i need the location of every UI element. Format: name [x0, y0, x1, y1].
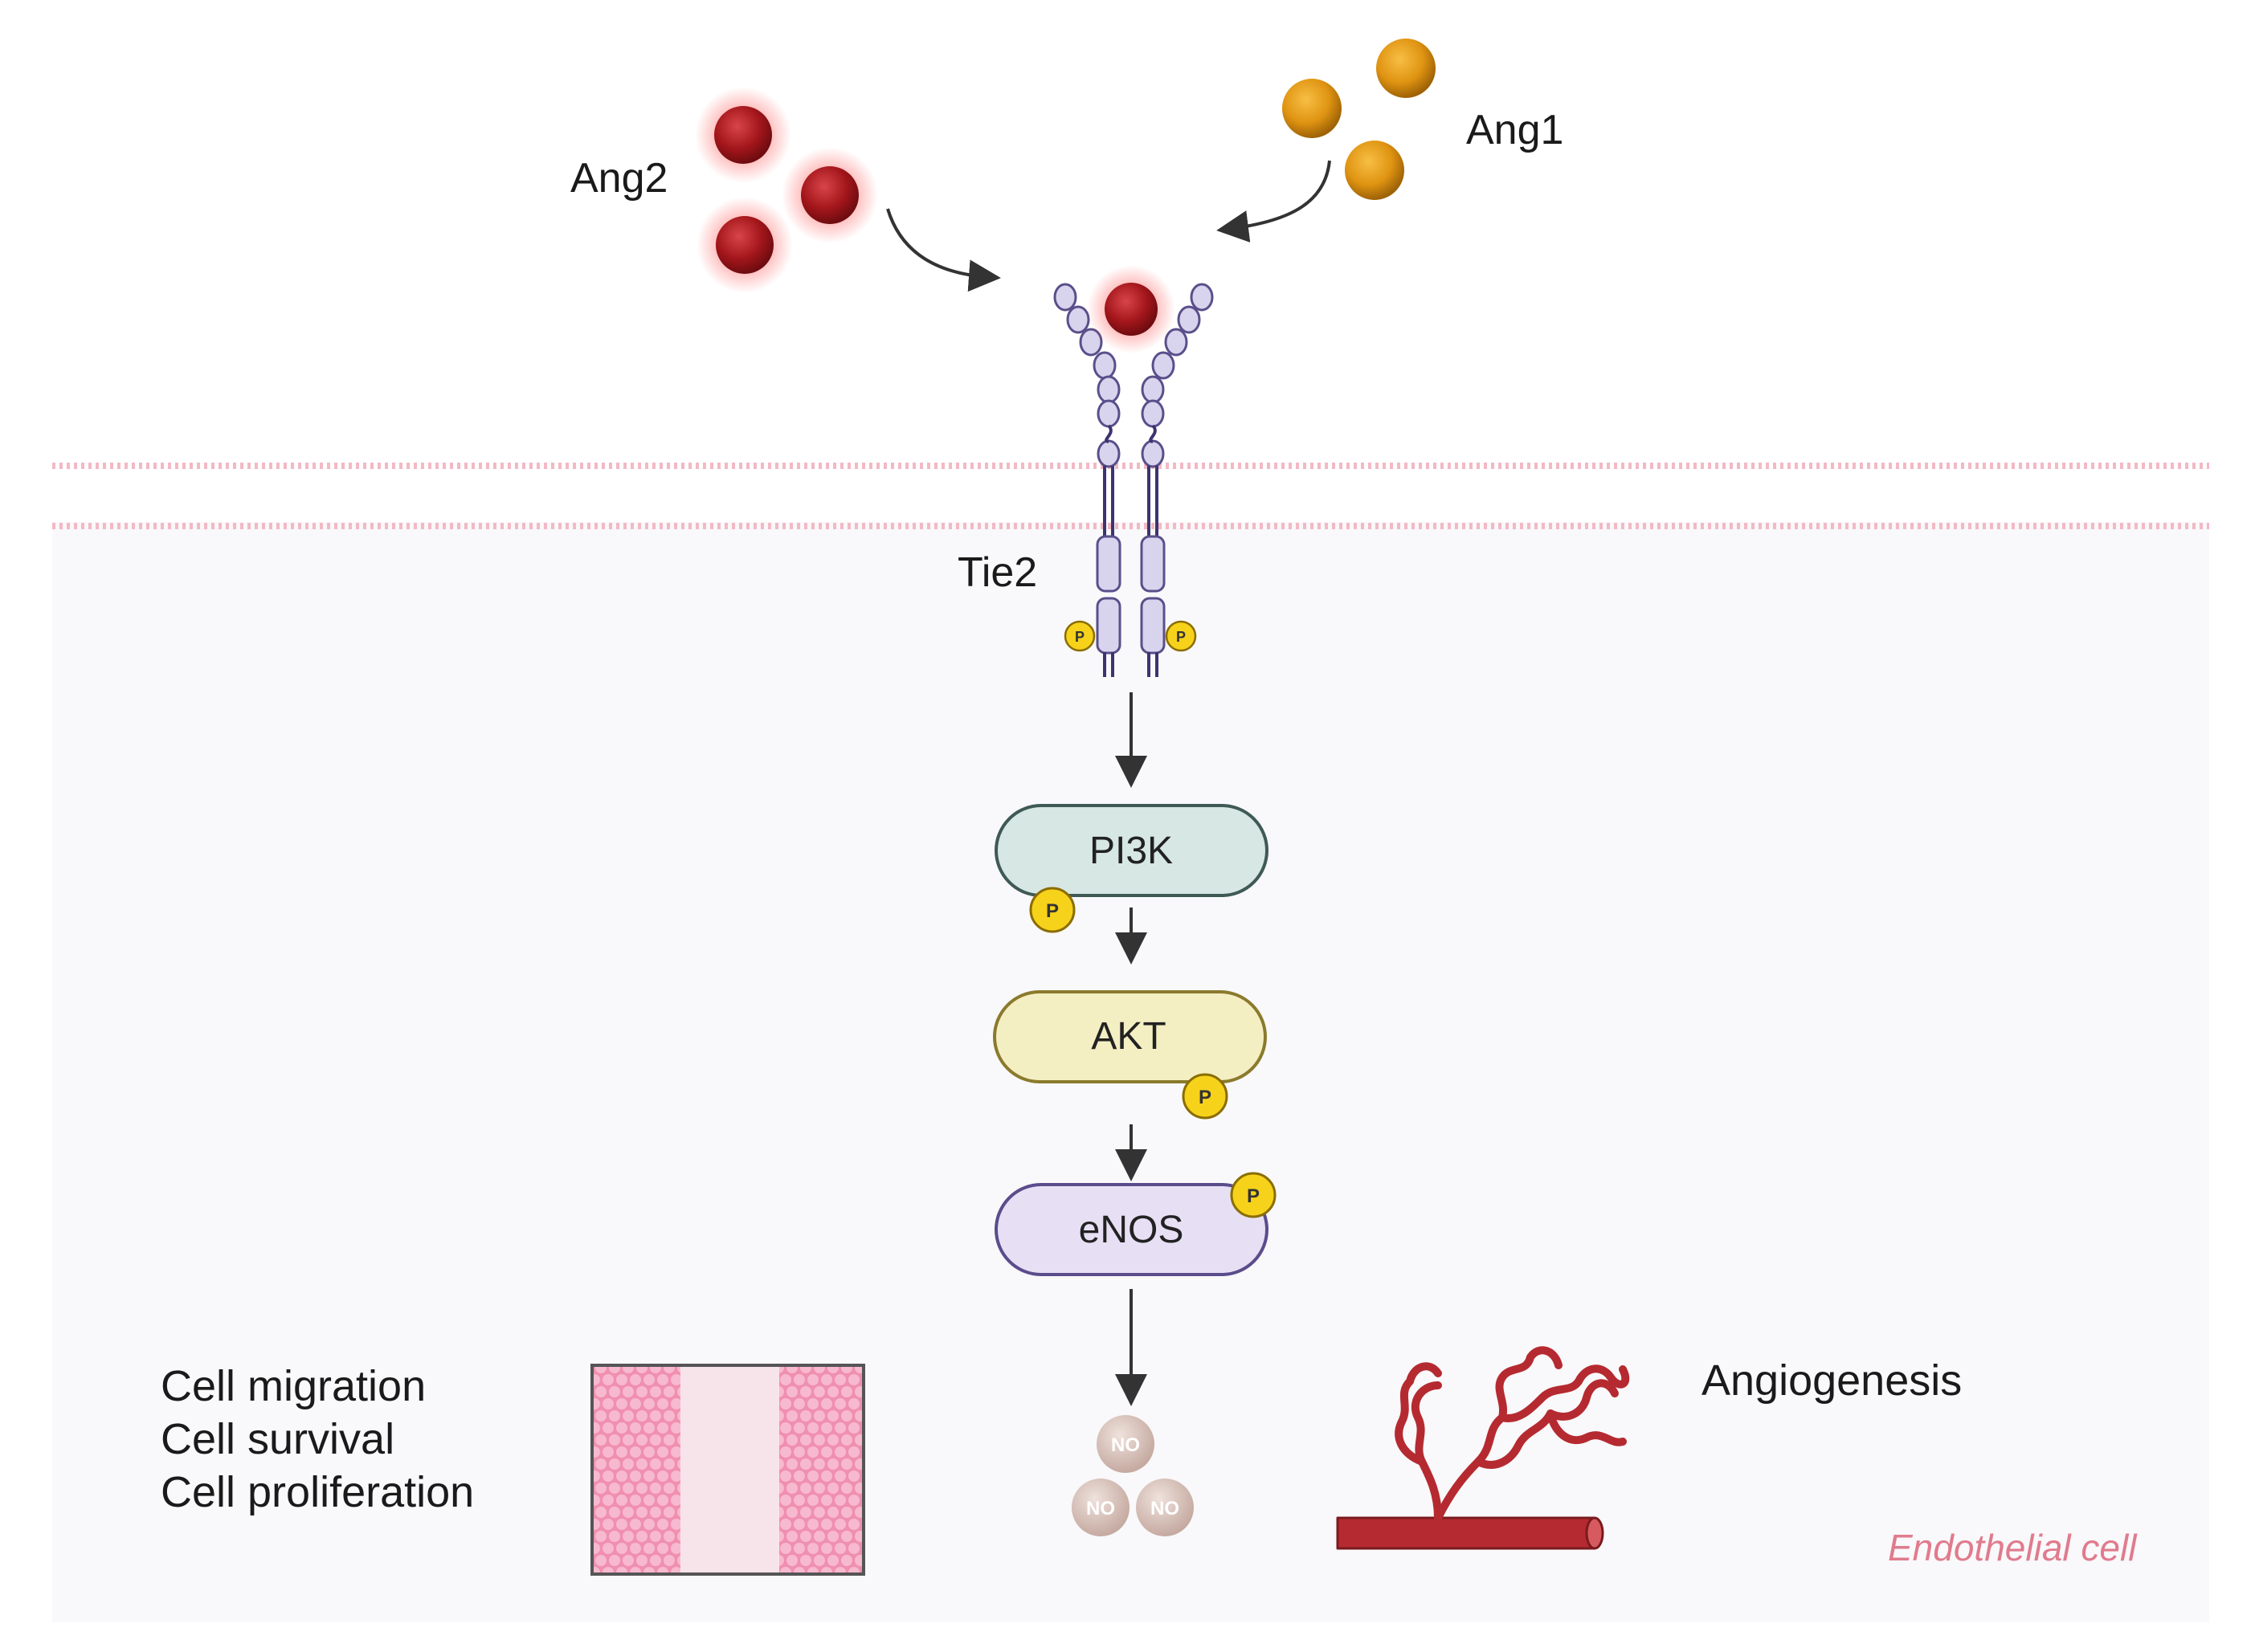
bound-ang2-ligand [1105, 283, 1158, 336]
akt-label: AKT [1091, 1015, 1166, 1058]
enos-label: eNOS [1079, 1209, 1184, 1251]
phospho-badge [1230, 1172, 1277, 1218]
ang2-ligand [716, 216, 774, 274]
phospho-badge: P [1165, 620, 1197, 652]
outcome-cell-proliferation: Cell proliferation [161, 1468, 475, 1516]
outcome-cell-migration: Cell migration [161, 1362, 427, 1410]
tie2-label: Tie2 [958, 549, 1038, 596]
ang1-label: Ang1 [1466, 107, 1564, 153]
svg-text:NO: NO [1086, 1498, 1115, 1519]
pi3k-node: PI3K P [995, 804, 1268, 933]
ang1-binding-arrow [1216, 160, 1331, 243]
svg-text:NO: NO [1150, 1498, 1179, 1519]
svg-text:P: P [1247, 1185, 1260, 1207]
ang2-binding-arrow [886, 208, 1001, 292]
svg-text:P: P [1075, 629, 1085, 645]
no-molecule: NO [1136, 1479, 1194, 1536]
svg-text:P: P [1176, 629, 1186, 645]
endothelial-cell-label: Endothelial cell [1888, 1527, 2137, 1568]
cell-migration-illustration [590, 1364, 865, 1576]
phospho-badge [1029, 887, 1076, 933]
enos-node: eNOS P [995, 1172, 1277, 1276]
ang1-ligand [1376, 39, 1436, 98]
phospho-badge: P [1064, 620, 1096, 652]
no-molecule: NO [1072, 1479, 1130, 1536]
svg-text:P: P [1046, 900, 1059, 922]
ang1-ligand [1282, 79, 1342, 138]
svg-text:P: P [1199, 1087, 1211, 1108]
ang1-ligand-group [1282, 39, 1436, 200]
angiogenesis-illustration [1336, 1346, 1630, 1550]
tie2-receptor [1053, 265, 1214, 677]
pi3k-label: PI3K [1089, 830, 1173, 872]
phospho-badge [1182, 1073, 1228, 1120]
akt-node: AKT P [993, 990, 1267, 1120]
ang2-label: Ang2 [570, 155, 668, 202]
svg-text:NO: NO [1111, 1434, 1140, 1456]
ang2-ligand [714, 106, 772, 164]
cell-outcomes-list: Cell migration Cell survival Cell prolif… [161, 1360, 474, 1519]
ang2-ligand [801, 166, 859, 224]
angiogenesis-label: Angiogenesis [1701, 1356, 1963, 1405]
ang1-ligand [1345, 141, 1404, 200]
outcome-cell-survival: Cell survival [161, 1415, 395, 1463]
ang2-ligand-group [695, 87, 878, 293]
no-molecule: NO [1097, 1415, 1154, 1473]
